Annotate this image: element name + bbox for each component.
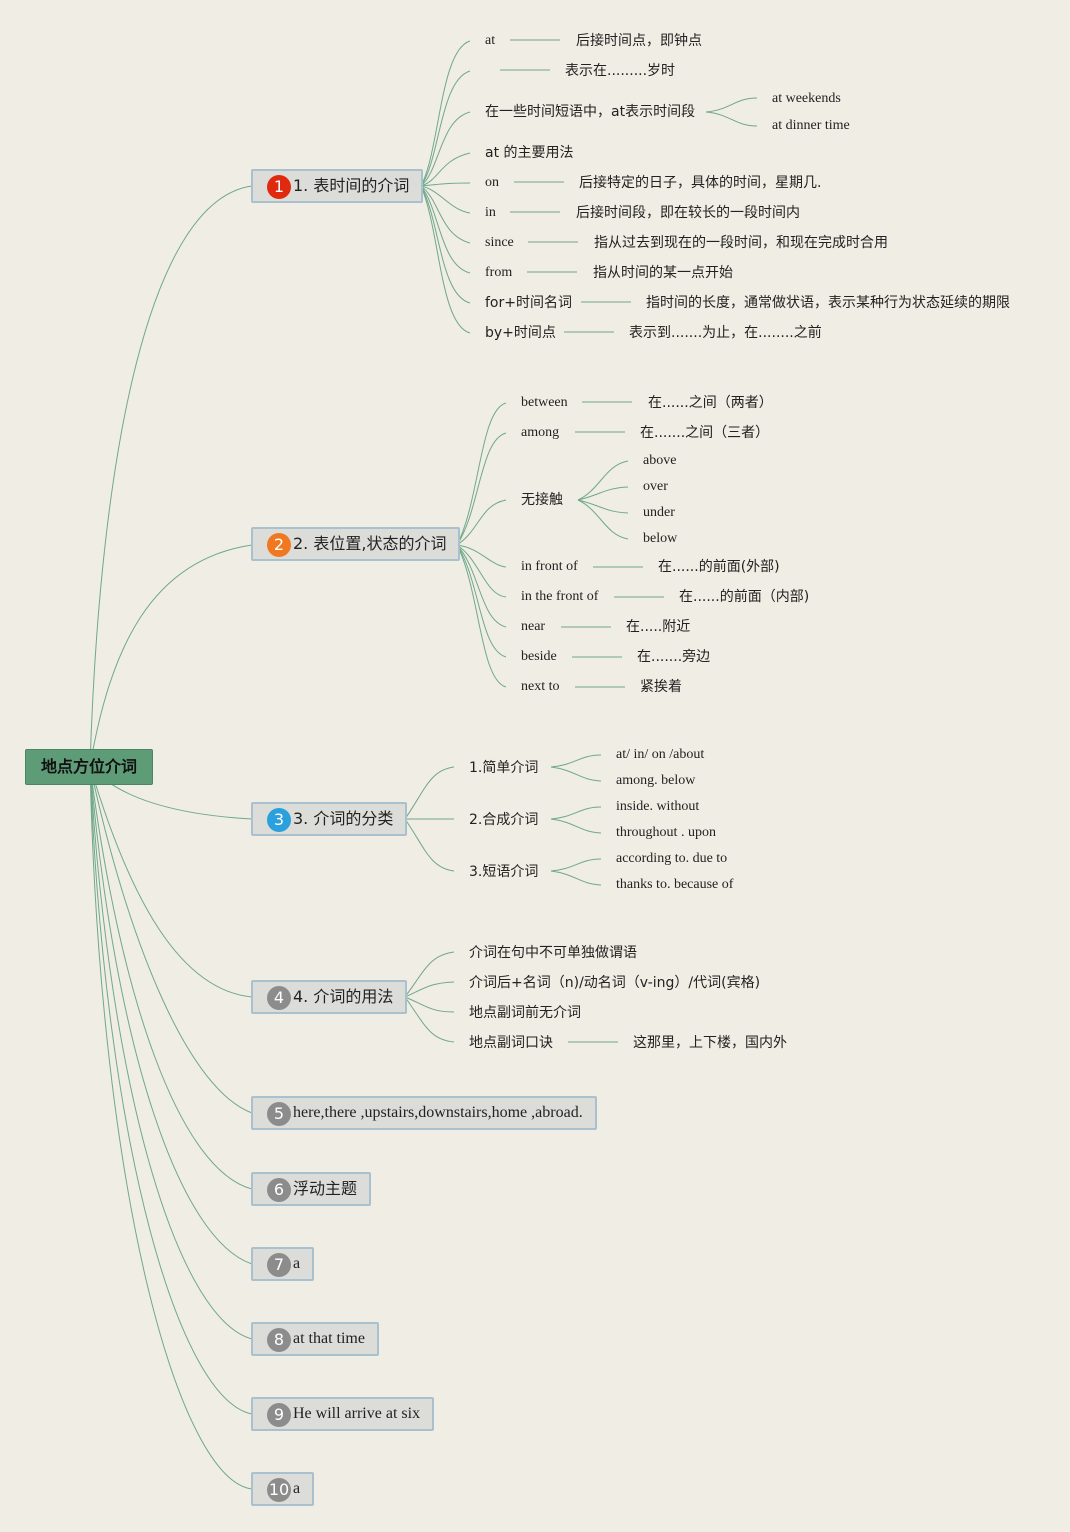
subtopic-in-desc[interactable]: 后接时间段，即在较长的一段时间内 <box>576 205 800 221</box>
subtopic-beside-desc[interactable]: 在.......旁边 <box>637 649 711 665</box>
subtopic-usage-4[interactable]: 地点副词口诀 <box>469 1035 553 1051</box>
subtopic-on[interactable]: on <box>485 175 499 190</box>
subtopic-below[interactable]: below <box>643 531 678 546</box>
topic-number-badge: 3 <box>267 808 291 832</box>
topic-usage[interactable]: 4 4. 介词的用法 <box>251 980 408 1014</box>
topic-number-badge: 9 <box>267 1403 291 1427</box>
subtopic-among-desc[interactable]: 在.......之间（三者） <box>640 425 770 441</box>
subtopic-since[interactable]: since <box>485 235 514 250</box>
topic-label: He will arrive at six <box>293 1405 421 1422</box>
subtopic-usage-1[interactable]: 介词在句中不可单独做谓语 <box>469 945 637 961</box>
subtopic-no-contact[interactable]: 无接触 <box>521 492 563 508</box>
topic-number-badge: 10 <box>267 1478 291 1502</box>
topic-label: a <box>293 1255 301 1272</box>
subtopic-phrasal-2[interactable]: thanks to. because of <box>616 877 734 892</box>
topic-label: a <box>293 1480 301 1497</box>
topic-number-badge: 4 <box>267 986 291 1010</box>
subtopic-under[interactable]: under <box>643 505 675 520</box>
subtopic-in[interactable]: in <box>485 205 496 220</box>
subtopic-above[interactable]: above <box>643 453 677 468</box>
subtopic-on-desc[interactable]: 后接特定的日子，具体的时间，星期几. <box>579 175 822 191</box>
topic-label: at that time <box>293 1330 365 1347</box>
subtopic-compound-1[interactable]: inside. without <box>616 799 700 814</box>
subtopic-between[interactable]: between <box>521 395 568 410</box>
topic-floating[interactable]: 6 浮动主题 <box>251 1172 372 1206</box>
subtopic-near-desc[interactable]: 在.....附近 <box>626 619 691 635</box>
subtopic-simple-1[interactable]: at/ in/ on /about <box>616 747 705 762</box>
topic-label: 4. 介词的用法 <box>293 987 394 1006</box>
topic-a-2[interactable]: 10 a <box>251 1472 315 1506</box>
subtopic-for[interactable]: for+时间名词 <box>485 295 572 311</box>
subtopic-at[interactable]: at <box>485 33 496 48</box>
topic-at-that-time[interactable]: 8 at that time <box>251 1322 379 1356</box>
topic-time-prepositions[interactable]: 1 1. 表时间的介词 <box>251 169 424 203</box>
subtopic-in-front-of[interactable]: in front of <box>521 559 578 574</box>
subtopic-over[interactable]: over <box>643 479 668 494</box>
topic-label: 2. 表位置,状态的介词 <box>293 534 447 553</box>
subtopic-from[interactable]: from <box>485 265 513 280</box>
subtopic-simple-prepositions[interactable]: 1.简单介词 <box>469 760 539 776</box>
subtopic-next-to[interactable]: next to <box>521 679 560 694</box>
topic-arrive-at-six[interactable]: 9 He will arrive at six <box>251 1397 435 1431</box>
subtopic-next-to-desc[interactable]: 紧挨着 <box>640 679 682 695</box>
subtopic-usage-2[interactable]: 介词后+名词（n)/动名词（v-ing）/代词(宾格) <box>469 975 761 991</box>
root-topic[interactable]: 地点方位介词 <box>25 749 153 785</box>
subtopic-at-main-usage[interactable]: at 的主要用法 <box>485 145 574 161</box>
subtopic-time-phrase[interactable]: 在一些时间短语中，at表示时间段 <box>485 104 696 120</box>
subtopic-by-desc[interactable]: 表示到.......为止，在........之前 <box>629 325 822 341</box>
subtopic-for-desc[interactable]: 指时间的长度，通常做状语，表示某种行为状态延续的期限 <box>646 295 1010 311</box>
subtopic-phrasal-1[interactable]: according to. due to <box>616 851 728 866</box>
topic-label: 1. 表时间的介词 <box>293 176 410 195</box>
subtopic-since-desc[interactable]: 指从过去到现在的一段时间，和现在完成时合用 <box>594 235 888 251</box>
topic-label: here,there ,upstairs,downstairs,home ,ab… <box>293 1104 583 1121</box>
subtopic-beside[interactable]: beside <box>521 649 557 664</box>
subtopic-near[interactable]: near <box>521 619 546 634</box>
subtopic-usage-3[interactable]: 地点副词前无介词 <box>469 1005 581 1021</box>
subtopic-among[interactable]: among <box>521 425 560 440</box>
subtopic-between-desc[interactable]: 在......之间（两者） <box>648 395 773 411</box>
subtopic-simple-2[interactable]: among. below <box>616 773 696 788</box>
subtopic-at-desc[interactable]: 后接时间点，即钟点 <box>576 33 702 49</box>
subtopic-at-weekends[interactable]: at weekends <box>772 91 841 106</box>
subtopic-in-the-front-of[interactable]: in the front of <box>521 589 599 604</box>
subtopic-phrasal-prepositions[interactable]: 3.短语介词 <box>469 864 539 880</box>
subtopic-in-the-front-of-desc[interactable]: 在......的前面（内部) <box>679 589 810 605</box>
topic-a[interactable]: 7 a <box>251 1247 315 1281</box>
topic-adverbs[interactable]: 5 here,there ,upstairs,downstairs,home ,… <box>251 1096 597 1130</box>
subtopic-at-dinner[interactable]: at dinner time <box>772 118 850 133</box>
subtopic-in-front-of-desc[interactable]: 在......的前面(外部) <box>658 559 780 575</box>
topic-number-badge: 2 <box>267 533 291 557</box>
topic-number-badge: 1 <box>267 175 291 199</box>
subtopic-age-desc[interactable]: 表示在.........岁时 <box>565 63 676 79</box>
topic-number-badge: 7 <box>267 1253 291 1277</box>
topic-number-badge: 8 <box>267 1328 291 1352</box>
subtopic-from-desc[interactable]: 指从时间的某一点开始 <box>593 265 733 281</box>
topic-label: 浮动主题 <box>293 1179 358 1198</box>
topic-position-prepositions[interactable]: 2 2. 表位置,状态的介词 <box>251 527 461 561</box>
topic-classification[interactable]: 3 3. 介词的分类 <box>251 802 408 836</box>
topic-number-badge: 5 <box>267 1102 291 1126</box>
subtopic-by[interactable]: by+时间点 <box>485 325 556 341</box>
topic-label: 3. 介词的分类 <box>293 809 394 828</box>
subtopic-compound-2[interactable]: throughout . upon <box>616 825 716 840</box>
topic-number-badge: 6 <box>267 1178 291 1202</box>
subtopic-usage-4-desc[interactable]: 这那里，上下楼，国内外 <box>633 1035 787 1051</box>
subtopic-compound-prepositions[interactable]: 2.合成介词 <box>469 812 539 828</box>
